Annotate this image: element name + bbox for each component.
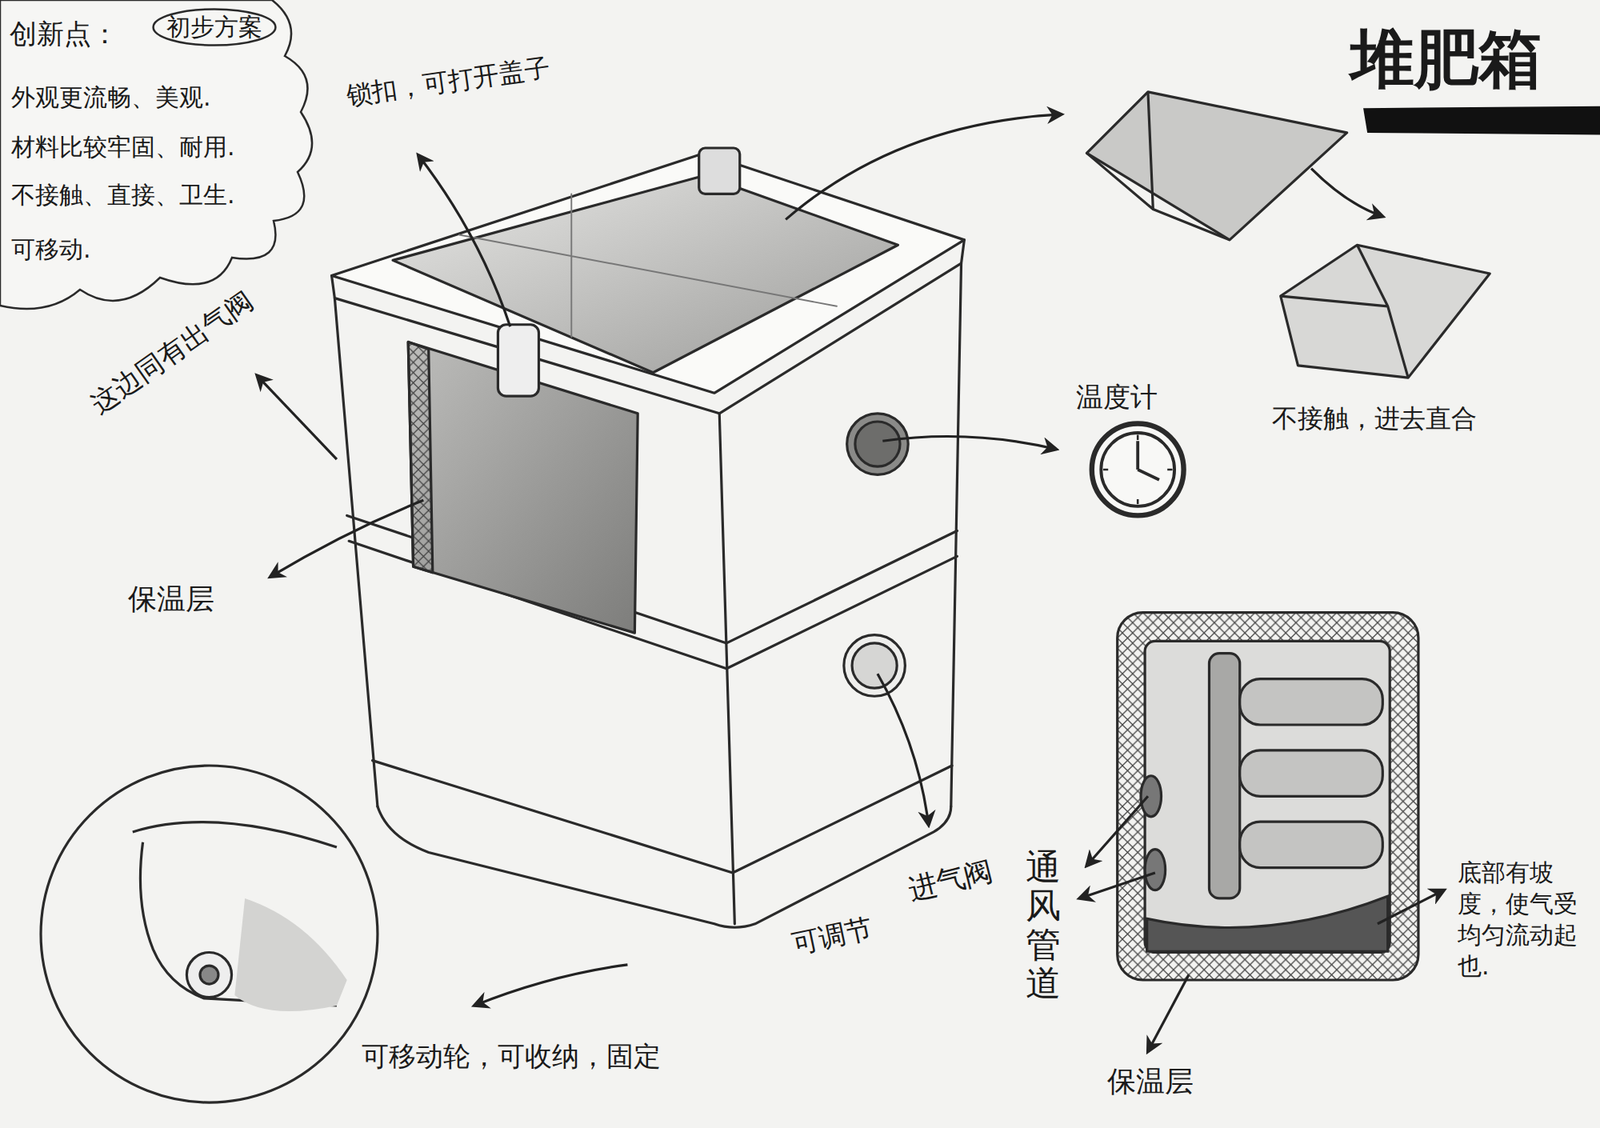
detail-shade: [234, 898, 347, 1012]
inlet-valve: [852, 643, 897, 688]
vent-hole: [1144, 849, 1166, 891]
clock-icon: [1092, 424, 1184, 516]
annotation: 可移动轮，可收纳，固定: [361, 1040, 661, 1073]
annotation: 不接触，进去直合: [1272, 403, 1477, 434]
sloped-floor: [1147, 896, 1388, 952]
lock-buckle: [497, 324, 539, 396]
bin-edge: [951, 263, 962, 807]
wheel-hub: [200, 965, 219, 984]
vent-rib: [1240, 821, 1384, 868]
thermometer-port: [847, 413, 909, 476]
leader-arrow: [785, 114, 1061, 220]
leader-arrow: [882, 436, 1056, 449]
leader-arrow: [1079, 872, 1155, 899]
clock-rim: [1092, 424, 1184, 516]
leader-arrow: [1377, 890, 1444, 924]
cloud-path: [0, 0, 312, 309]
circled-tag: 初步方案: [152, 8, 277, 47]
inlet-valve: [844, 635, 906, 697]
vent-pipe: [1208, 653, 1240, 899]
annotation: 温度计: [1076, 380, 1158, 414]
note-text: 可移动.: [11, 235, 92, 264]
annotation: 这边同有出气阀: [84, 284, 260, 420]
leader-arrow: [270, 500, 424, 577]
detail-body: [132, 822, 337, 848]
bin-bottom: [377, 806, 952, 928]
leader-arrows: [256, 114, 1444, 1052]
leader-arrow: [1311, 168, 1383, 217]
clock-face: [1100, 432, 1175, 507]
tag-text: 初步方案: [166, 12, 263, 42]
section-view: [1117, 612, 1419, 980]
annotation: 底部有坡度，使气受均匀流动起也.: [1457, 856, 1596, 982]
lid-tray: [1280, 244, 1490, 378]
hinge: [699, 148, 740, 194]
lid-tray: [1086, 92, 1347, 240]
detail-circle: [40, 765, 378, 1103]
note-text: 创新点：: [9, 17, 119, 51]
wheel-detail: [40, 765, 378, 1103]
leader-arrow: [1086, 796, 1148, 866]
leader-arrow: [256, 376, 336, 460]
annotation: 保温层: [1107, 1064, 1194, 1099]
wheel: [186, 952, 232, 998]
lid-tray-edge: [1086, 92, 1230, 240]
leader-arrow: [418, 155, 511, 327]
note-text: 外观更流畅、美观.: [11, 83, 212, 112]
thermometer-port: [855, 421, 900, 467]
vent-rib: [1240, 679, 1384, 725]
title-bar: [1363, 106, 1600, 136]
vent-rib: [1240, 750, 1384, 796]
vent-hole: [1140, 776, 1162, 817]
clock-hands: [1137, 440, 1160, 480]
leader-arrow: [1148, 975, 1189, 1052]
clock-ticks: [1103, 435, 1173, 505]
bin-edge: [334, 298, 378, 807]
annotation: 可调节: [788, 911, 876, 960]
leader-arrow: [877, 673, 929, 825]
note-text: 材料比较牢固、耐用.: [11, 132, 236, 162]
bin-base-band: [372, 760, 952, 873]
lid-lines: [459, 193, 837, 337]
note-text: 不接触、直接、卫生.: [11, 180, 236, 210]
lid-trays: [1086, 92, 1490, 378]
bin-lid: [392, 175, 898, 372]
leader-arrow: [474, 964, 628, 1006]
tag-ellipse: [153, 8, 276, 45]
bin-body: [332, 148, 965, 928]
section-cavity: [1144, 640, 1390, 952]
title: 堆肥箱: [1350, 20, 1543, 98]
vertical-label: 通风管道: [1025, 848, 1061, 1004]
lid-tray-edge: [1280, 244, 1408, 378]
section-insulation: [1117, 612, 1419, 980]
window-hatch: [408, 341, 433, 572]
annotation: 保温层: [128, 581, 215, 616]
annotation: 进气阀: [904, 852, 996, 908]
note-cloud: 创新点： 外观更流畅、美观. 材料比较牢固、耐用. 不接触、直接、卫生. 可移动. 初步方…: [0, 0, 320, 320]
annotation: 锁扣，可打开盖子: [344, 52, 552, 112]
